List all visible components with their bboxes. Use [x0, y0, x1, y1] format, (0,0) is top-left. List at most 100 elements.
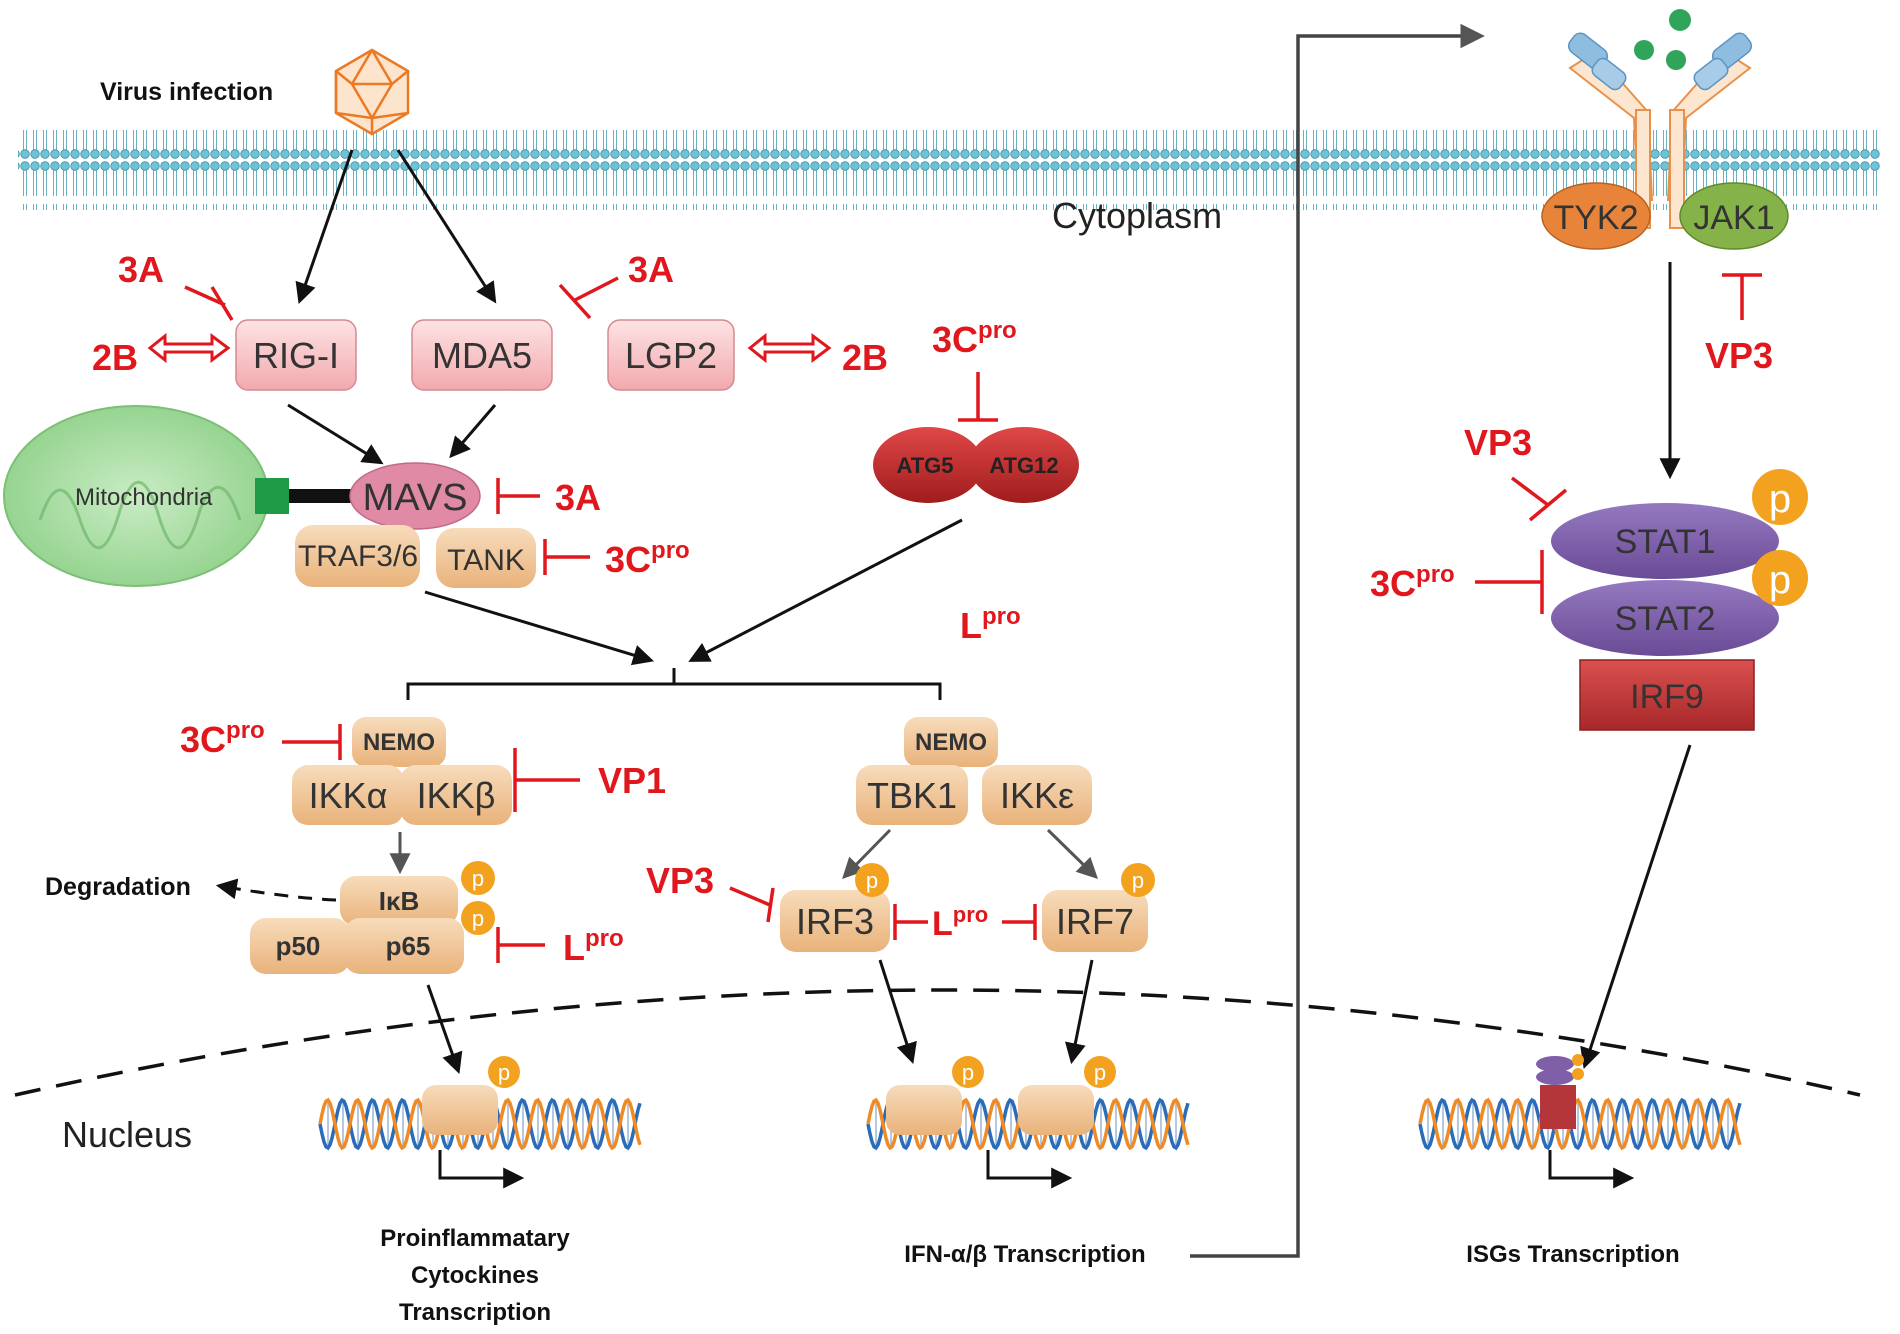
- arrow-rigi-mavs: [287, 403, 384, 465]
- phospho-ikb-2-label: p: [472, 906, 484, 931]
- inhibitor-vp3-stat1: VP3: [1464, 422, 1532, 463]
- inhibitor-3a-mavs: 3A: [555, 477, 601, 518]
- branch-bracket: [406, 668, 942, 700]
- bound-isgf3: [1536, 1054, 1584, 1129]
- stat1-label: STAT1: [1615, 523, 1716, 561]
- inhibition-lpro-irf3: [893, 904, 928, 940]
- phospho-irf3-label: p: [866, 868, 878, 893]
- inhibition-vp1: [513, 748, 580, 812]
- p50-label: p50: [276, 931, 321, 961]
- p65-label: p65: [386, 931, 431, 961]
- inhibition-lpro-p65: [496, 927, 545, 963]
- mitochondria: Mitochondria: [3, 405, 269, 587]
- ikka-label: IKKα: [309, 775, 388, 816]
- mavs-anchor: [255, 478, 289, 514]
- ikb-label: IκB: [379, 886, 420, 916]
- proinflammatory-label-2: Cytockines: [411, 1262, 539, 1289]
- nfkb-complex: IκB p50 p65 p p: [250, 861, 495, 974]
- phospho-irf3: [855, 863, 889, 897]
- inhibition-3a-rigi: [184, 285, 234, 321]
- transcription-arrow-right: [1548, 1150, 1635, 1189]
- arrow-mda5-mavs: [449, 404, 497, 459]
- rig-i-node: RIG-I: [235, 319, 357, 391]
- tank-label: TANK: [447, 544, 525, 577]
- inhibitor-2b-right: 2B: [842, 337, 888, 378]
- bound-irf3: p: [886, 1056, 984, 1135]
- nucleus-label: Nucleus: [62, 1114, 192, 1155]
- inhibition-vp3-irf3: [729, 886, 775, 923]
- inhibitor-2b-left: 2B: [92, 337, 138, 378]
- inhibitor-lpro-p65: Lpro: [563, 925, 624, 968]
- nuclear-envelope: [14, 988, 1861, 1097]
- ifn-receptor: [1567, 9, 1753, 229]
- arrow-irf3-nucleus: [878, 959, 917, 1065]
- phospho-bound-irf3: p: [962, 1060, 974, 1085]
- phospho-stat2-label: p: [1769, 558, 1791, 602]
- inhibition-vp3-stat1: [1510, 476, 1568, 522]
- mda5-label: MDA5: [432, 335, 532, 376]
- degradation-label: Degradation: [45, 873, 191, 901]
- dna-strand: [1418, 1097, 1742, 1151]
- dna-strand: [318, 1097, 642, 1151]
- arrow-ikke-irf7: [1046, 828, 1099, 879]
- atg5-label: ATG5: [896, 453, 953, 478]
- virus-icon: [334, 48, 410, 136]
- phospho-stat1-label: p: [1769, 477, 1791, 521]
- inhibition-lpro-irf7: [1002, 904, 1037, 940]
- stat2-label: STAT2: [1615, 600, 1716, 638]
- interaction-2b-lgp2: [747, 332, 832, 364]
- phospho-bound-nfkb: p: [498, 1060, 510, 1085]
- inhibition-3c-atg: [958, 372, 998, 422]
- inhibition-3a-mavs: [496, 478, 540, 514]
- ikke-label: IKKε: [1000, 775, 1074, 816]
- phospho-irf7: [1121, 863, 1155, 897]
- nemo-left-label: NEMO: [363, 729, 435, 756]
- mitochondria-label: Mitochondria: [75, 484, 213, 511]
- arrow-virus-mda5: [396, 149, 497, 304]
- irf3-label: IRF3: [796, 901, 874, 942]
- inhibition-3c-nemo: [282, 724, 342, 760]
- irf7-label: IRF7: [1056, 901, 1134, 942]
- inhibitor-vp1: VP1: [598, 760, 666, 801]
- ikk-complex: NEMO IKKα IKKβ: [292, 717, 512, 825]
- inhibitor-3c-stat: 3Cpro: [1370, 561, 1455, 604]
- inhibition-vp3-jak1: [1722, 273, 1762, 320]
- inhibitor-lpro-irf: Lpro: [932, 902, 988, 943]
- mavs-node: MAVS: [349, 462, 481, 530]
- transcription-arrow-left: [438, 1150, 525, 1189]
- inhibitor-vp3-jak1: VP3: [1705, 335, 1773, 376]
- atg12-label: ATG12: [989, 453, 1058, 478]
- inhibition-3a-mda5: [558, 276, 619, 320]
- arrow-ifn-secretion: [1190, 23, 1485, 1258]
- mavs-label: MAVS: [363, 477, 468, 519]
- atg5-atg12-complex: ATG5 ATG12: [873, 427, 1079, 503]
- arrow-irf9-nucleus: [1580, 744, 1692, 1069]
- ifn-transcription-label: IFN-α/β Transcription: [904, 1241, 1145, 1268]
- dna-strand: [1418, 1097, 1742, 1151]
- rig-i-label: RIG-I: [253, 335, 339, 376]
- arrow-virus-rigi: [295, 149, 354, 304]
- lgp2-label: LGP2: [625, 335, 717, 376]
- inhibitor-3c-tank: 3Cpro: [605, 537, 690, 580]
- nemo-right-label: NEMO: [915, 729, 987, 756]
- tyk2-label: TYK2: [1553, 199, 1638, 237]
- traf36-node: TRAF3/6: [295, 525, 420, 587]
- phospho-irf7-label: p: [1132, 868, 1144, 893]
- arrow-degradation: [215, 878, 337, 902]
- ikkb-label: IKKβ: [417, 775, 496, 816]
- transcription-arrow-middle: [986, 1150, 1073, 1189]
- inhibitor-3c-atg: 3Cpro: [932, 317, 1017, 360]
- tyk2-node: TYK2: [1541, 182, 1651, 250]
- inhibitor-3a-mda5: 3A: [628, 249, 674, 290]
- traf36-label: TRAF3/6: [298, 540, 418, 573]
- tbk1-complex: NEMO TBK1 IKKε: [856, 717, 1092, 825]
- phospho-ikb-1: [461, 861, 495, 895]
- mavs-linker: [289, 489, 357, 503]
- irf7-node: IRF7 p: [1042, 863, 1155, 952]
- tbk1-label: TBK1: [867, 775, 957, 816]
- proinflammatory-label-3: Transcription: [399, 1299, 551, 1326]
- phospho-stat1: [1752, 469, 1808, 525]
- irf3-node: IRF3 p: [780, 863, 890, 952]
- arrow-tbk1-irf3: [842, 828, 892, 880]
